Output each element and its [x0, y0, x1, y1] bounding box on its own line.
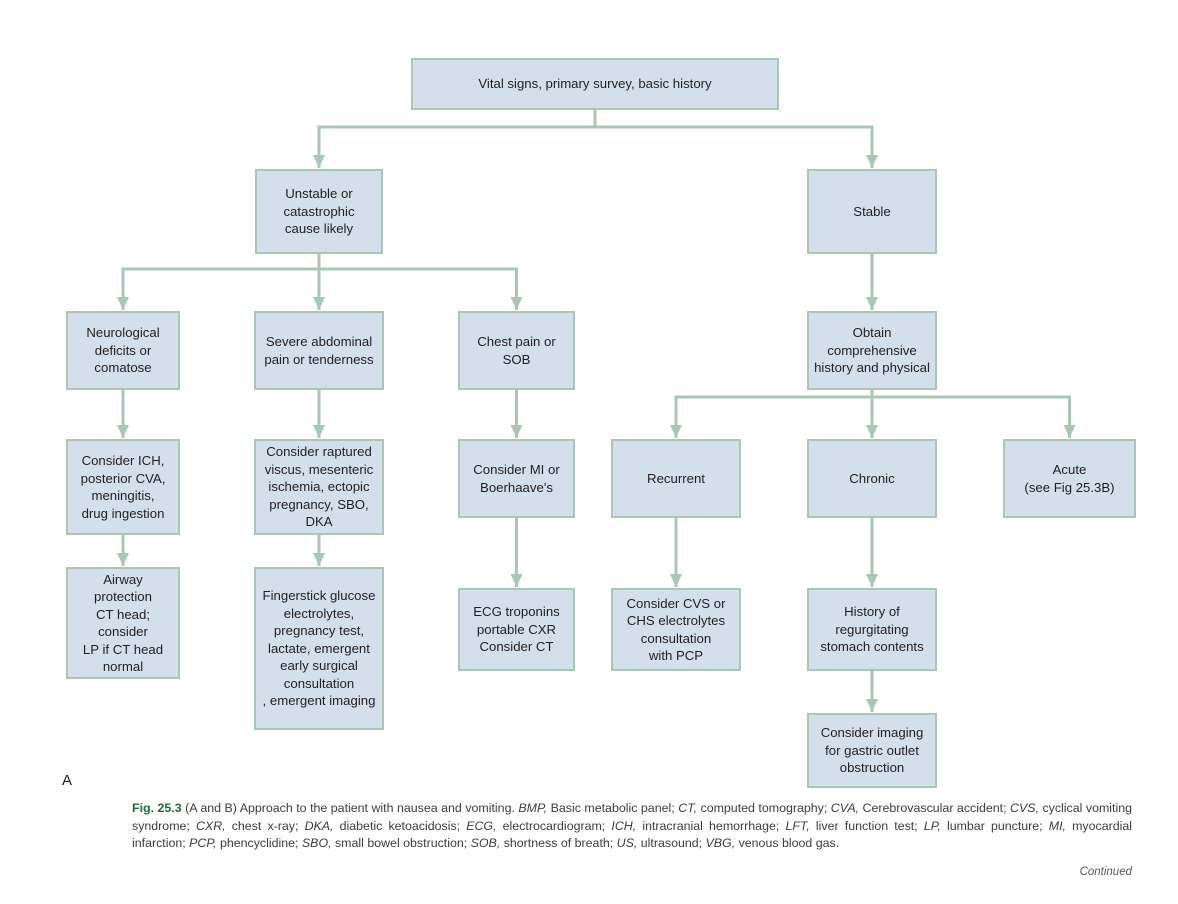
flowchart-node-vital-signs: Vital signs, primary survey, basic histo…: [411, 58, 779, 110]
flowchart-node-consider-mi: Consider MI or Boerhaave's: [458, 439, 575, 518]
flowchart-node-chest-pain-sob: Chest pain or SOB: [458, 311, 575, 390]
figure-caption-text: (A and B) Approach to the patient with n…: [132, 801, 1133, 851]
flowchart-node-chronic: Chronic: [807, 439, 937, 518]
figure-caption: Fig. 25.3 (A and B) Approach to the pati…: [132, 800, 1132, 853]
flowchart-node-recurrent: Recurrent: [611, 439, 741, 518]
flowchart-node-consider-ich: Consider ICH, posterior CVA, meningitis,…: [66, 439, 180, 535]
flowchart-node-severe-abdominal-pain: Severe abdominal pain or tenderness: [254, 311, 384, 390]
flowchart-node-neurological-deficits: Neurological deficits or comatose: [66, 311, 180, 390]
continued-label: Continued: [1079, 866, 1132, 878]
panel-letter-a: A: [62, 772, 73, 789]
flowchart-node-consider-raptured: Consider raptured viscus, mesenteric isc…: [254, 439, 384, 535]
flowchart-node-stable: Stable: [807, 169, 937, 254]
flowchart-node-unstable: Unstable or catastrophic cause likely: [255, 169, 383, 254]
flowchart-node-obtain-history: Obtain comprehensive history and physica…: [807, 311, 937, 390]
flowchart-node-consider-cvs: Consider CVS or CHS electrolytes consult…: [611, 588, 741, 671]
flowchart-node-fingerstick-glucose: Fingerstick glucose electrolytes, pregna…: [254, 567, 384, 730]
figure-number: Fig. 25.3: [132, 801, 182, 815]
flowchart-node-acute: Acute (see Fig 25.3B): [1003, 439, 1136, 518]
flowchart-node-airway-protection: Airway protection CT head; consider LP i…: [66, 567, 180, 679]
flowchart-node-consider-imaging: Consider imaging for gastric outlet obst…: [807, 713, 937, 788]
flowchart-node-history-regurgitating: History of regurgitating stomach content…: [807, 588, 937, 671]
flowchart-node-ecg-troponins: ECG troponins portable CXR Consider CT: [458, 588, 575, 671]
